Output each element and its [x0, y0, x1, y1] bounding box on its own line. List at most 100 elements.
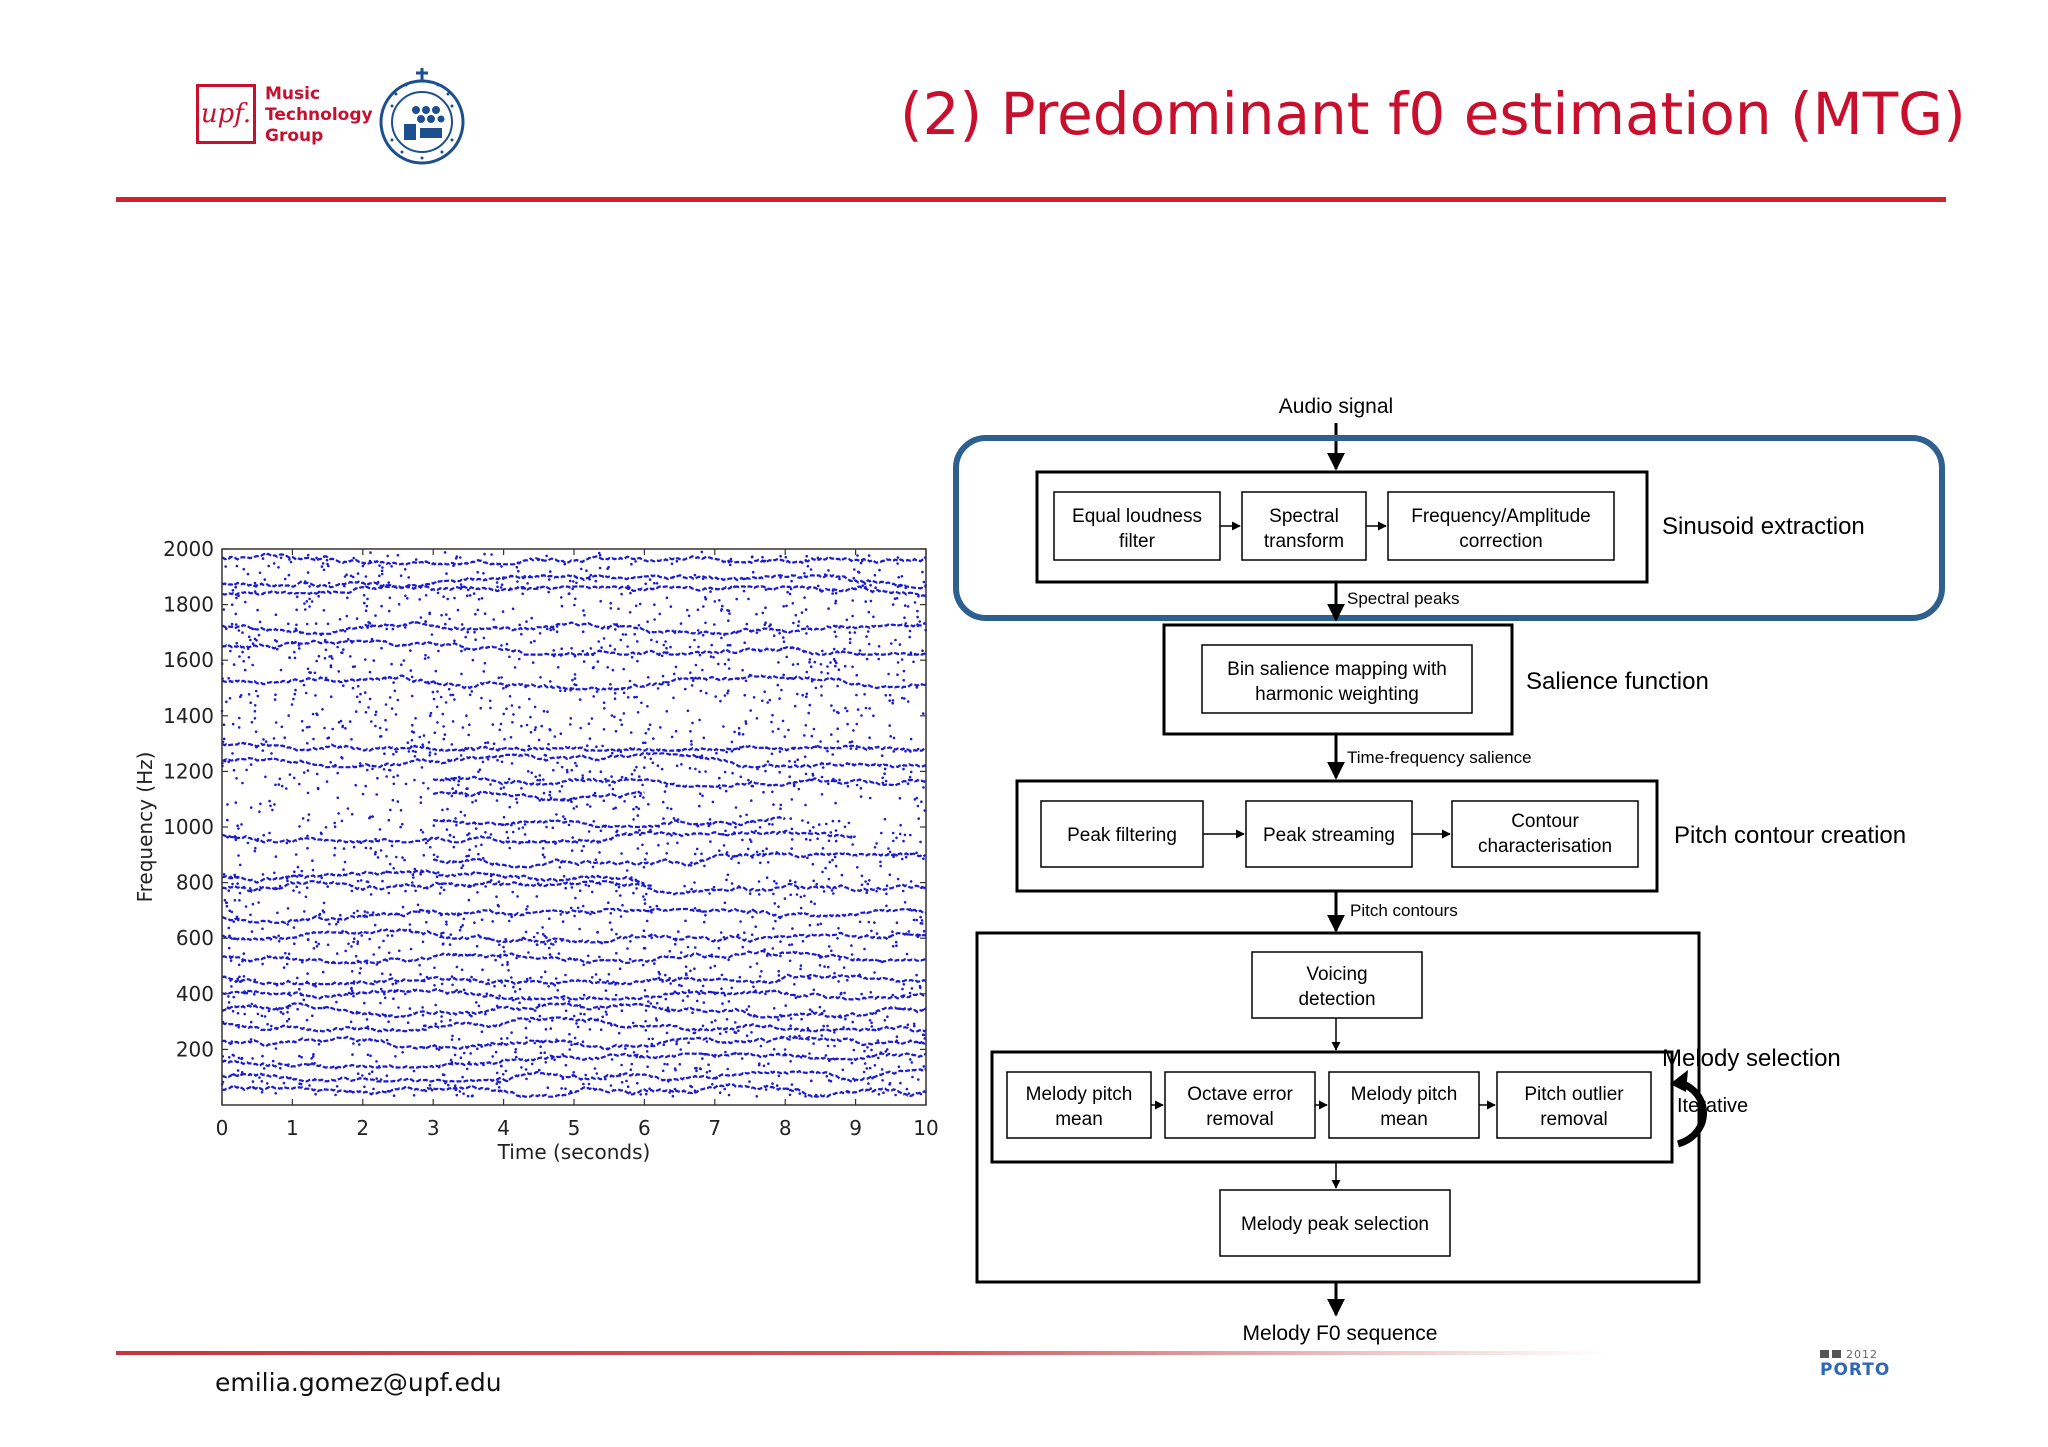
- salience-peak: [324, 676, 328, 680]
- salience-peak: [757, 1063, 761, 1067]
- salience-peak: [773, 880, 776, 883]
- salience-peak: [693, 852, 697, 856]
- salience-peak: [669, 645, 672, 649]
- salience-peak: [271, 1059, 275, 1063]
- salience-peak: [805, 632, 808, 635]
- salience-peak: [293, 656, 297, 660]
- salience-peak: [684, 919, 687, 923]
- salience-peak: [493, 984, 496, 988]
- salience-peak: [920, 800, 923, 803]
- salience-peak: [622, 667, 625, 671]
- salience-peak: [690, 1085, 694, 1089]
- salience-peak: [292, 926, 296, 929]
- salience-peak: [378, 946, 381, 949]
- salience-peak: [578, 927, 581, 931]
- salience-peak: [906, 605, 910, 608]
- salience-peak: [240, 1056, 244, 1060]
- salience-peak: [543, 855, 546, 859]
- salience-peak: [631, 1021, 635, 1025]
- salience-peak: [407, 576, 411, 579]
- salience-peak: [472, 821, 476, 824]
- salience-peak: [748, 673, 752, 677]
- salience-peak: [765, 847, 768, 850]
- salience-peak: [565, 768, 569, 772]
- salience-peak: [642, 929, 646, 932]
- salience-peak: [722, 844, 726, 847]
- salience-peak: [744, 722, 748, 725]
- salience-peak: [653, 581, 656, 585]
- salience-peak: [539, 1045, 542, 1048]
- salience-peak: [720, 608, 723, 611]
- salience-peak: [816, 584, 820, 588]
- salience-peak: [910, 987, 914, 990]
- salience-peak: [670, 735, 674, 739]
- salience-peak: [658, 972, 661, 976]
- x-tick-label: 2: [356, 1116, 369, 1140]
- salience-peak: [668, 949, 672, 953]
- y-tick-label: 1200: [163, 759, 214, 783]
- salience-peak: [397, 603, 401, 606]
- salience-peak: [406, 597, 409, 600]
- salience-peak: [447, 758, 450, 762]
- salience-peak: [724, 789, 728, 793]
- salience-peak: [604, 1077, 607, 1081]
- stage-label-pitch-contour-creation: Pitch contour creation: [1674, 822, 1906, 849]
- salience-peak: [342, 684, 345, 687]
- salience-peak: [657, 843, 660, 847]
- salience-peak: [671, 1094, 675, 1098]
- salience-peak: [350, 945, 353, 948]
- salience-peak: [274, 855, 278, 858]
- salience-peak: [875, 932, 879, 935]
- salience-peak: [455, 883, 459, 887]
- salience-peak: [768, 822, 771, 826]
- salience-peak: [467, 854, 471, 858]
- salience-peak: [610, 775, 613, 778]
- salience-peak: [863, 947, 866, 951]
- salience-peak: [353, 937, 356, 940]
- salience-peak: [789, 817, 792, 820]
- salience-peak: [817, 823, 821, 826]
- salience-peak: [595, 1072, 599, 1075]
- salience-peak: [437, 1048, 441, 1051]
- salience-peak: [904, 622, 908, 625]
- salience-peak: [238, 899, 241, 902]
- pitch-track: [432, 789, 645, 802]
- salience-peak: [258, 571, 262, 575]
- salience-peak: [865, 1067, 869, 1070]
- salience-peak: [364, 609, 368, 612]
- salience-peak: [376, 856, 380, 859]
- salience-peak: [289, 1076, 292, 1080]
- salience-peak: [466, 588, 470, 592]
- salience-peak: [874, 586, 877, 589]
- salience-peak: [620, 1063, 623, 1067]
- salience-peak: [783, 1048, 787, 1051]
- salience-peak: [322, 568, 326, 572]
- salience-peak: [673, 1067, 677, 1070]
- salience-peak: [643, 989, 647, 992]
- salience-peak: [677, 930, 680, 933]
- salience-peak: [625, 1079, 628, 1083]
- salience-peak: [617, 607, 620, 611]
- salience-peak: [413, 755, 417, 758]
- salience-peak: [788, 592, 792, 596]
- salience-peak: [378, 574, 381, 578]
- salience-peak: [741, 838, 744, 842]
- salience-peak: [538, 1014, 542, 1018]
- salience-peak: [277, 939, 281, 943]
- salience-peak: [588, 578, 591, 581]
- salience-peak: [655, 582, 659, 585]
- salience-peak: [832, 647, 836, 651]
- salience-peak: [469, 980, 472, 983]
- salience-peak: [468, 723, 471, 726]
- salience-peak: [554, 842, 557, 845]
- salience-peak: [495, 1082, 499, 1085]
- salience-peak: [422, 781, 425, 785]
- salience-peak: [468, 1061, 471, 1064]
- salience-peak: [662, 681, 665, 684]
- salience-peak: [764, 746, 768, 749]
- salience-peak: [909, 770, 913, 774]
- salience-peak: [459, 1056, 463, 1059]
- tick-marks: [221, 548, 927, 1105]
- salience-peak: [387, 891, 391, 895]
- salience-peak: [824, 866, 827, 870]
